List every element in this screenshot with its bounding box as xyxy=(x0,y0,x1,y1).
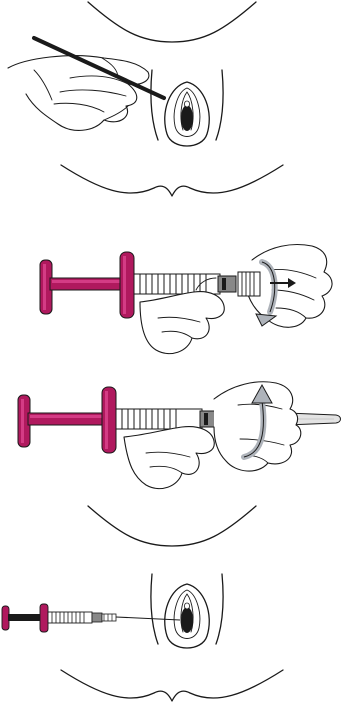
injection-site-icon xyxy=(0,500,344,727)
syringe-needle-attach-icon xyxy=(0,365,344,500)
step-4-injection-panel xyxy=(0,500,344,727)
step-3-needle-attach-panel xyxy=(0,365,344,500)
swab-cleaning-icon xyxy=(0,0,344,220)
syringe-uncap-icon xyxy=(0,220,344,365)
step-1-cleaning-panel xyxy=(0,0,344,220)
step-2-uncap-panel xyxy=(0,220,344,365)
